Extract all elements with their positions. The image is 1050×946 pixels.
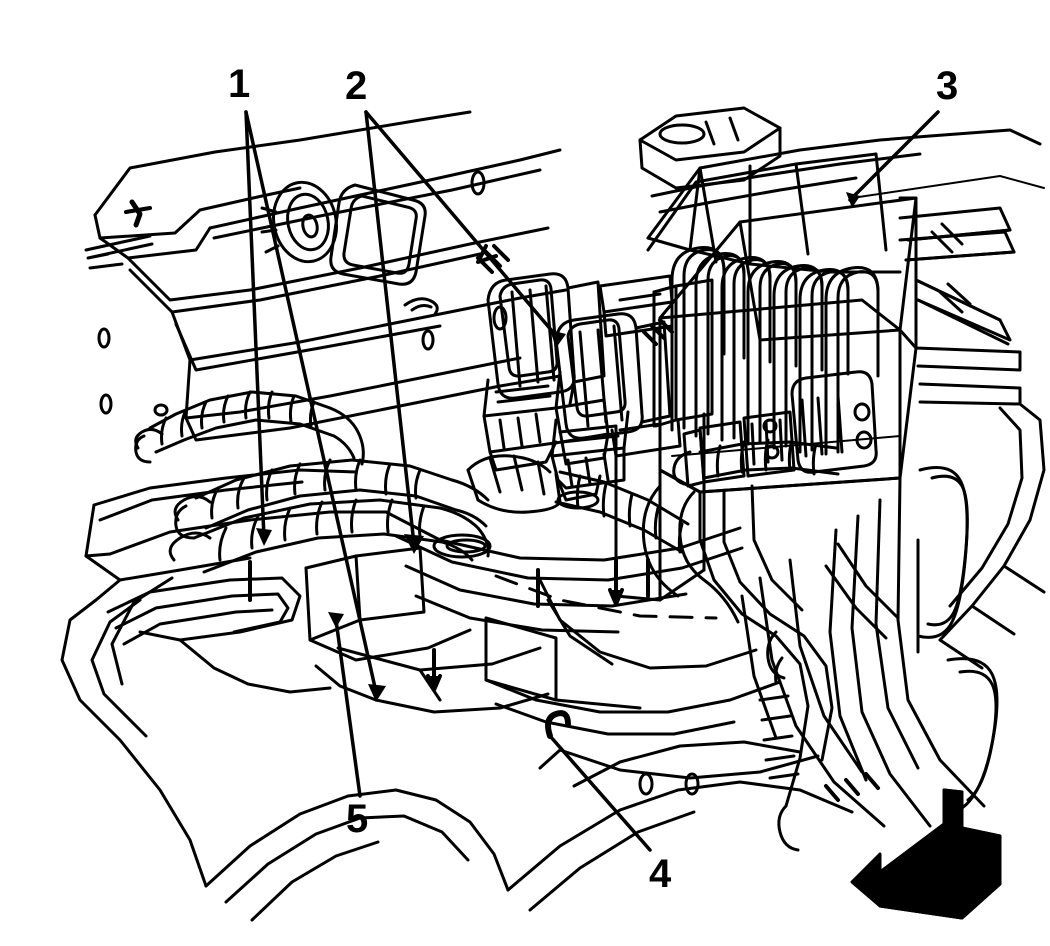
callout-number-5[interactable]: 5 — [346, 797, 369, 841]
leader-1b — [244, 110, 378, 694]
callout-number-4[interactable]: 4 — [649, 852, 672, 896]
corrugated-hose-upper-left — [134, 390, 365, 466]
engine-control-module — [638, 106, 1022, 494]
leader-3 — [848, 110, 940, 202]
leader-lines — [244, 110, 940, 852]
callout-number-2[interactable]: 2 — [345, 64, 368, 108]
callout-number-1[interactable]: 1 — [228, 62, 251, 106]
direction-arrow — [850, 788, 1002, 920]
leader-4 — [548, 734, 652, 852]
leader-arrowheads — [256, 192, 860, 702]
ignition-coil-pack-right — [550, 312, 672, 510]
engine-cover-contours — [60, 468, 550, 922]
leader-1a — [244, 110, 266, 540]
harness-cables — [641, 484, 900, 852]
leader-2b — [364, 110, 560, 340]
corrugated-hose-lower-left — [168, 498, 490, 574]
leader-5 — [334, 618, 362, 798]
arrow-tick-marks — [824, 772, 880, 802]
coil-mounting-bracket — [598, 274, 714, 602]
hatch-marks — [476, 244, 674, 346]
right-body-contours — [740, 128, 1046, 828]
leader-2a — [364, 110, 416, 546]
leader-4-hook — [545, 710, 571, 739]
intake-manifold — [384, 510, 854, 912]
callout-number-3[interactable]: 3 — [936, 64, 959, 108]
cowl-panel — [84, 110, 568, 442]
